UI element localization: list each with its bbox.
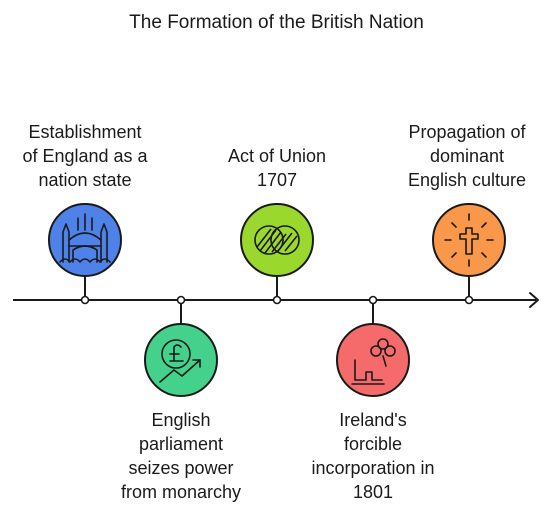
event-marker-5 [432, 203, 506, 305]
timeline-arrowhead [529, 292, 539, 308]
event-marker-2 [144, 295, 218, 397]
cross-rays-icon [444, 213, 494, 267]
event-marker-3 [240, 203, 314, 305]
event-label-5: Propagation of dominant English culture [407, 122, 527, 190]
overlapping-circles-icon [254, 225, 300, 255]
event-circle-2 [144, 323, 218, 397]
shamrock-flag-icon [351, 338, 396, 385]
castle-icon [59, 213, 111, 263]
event-label-2: English parliament seizes power from mon… [120, 410, 242, 502]
event-circle-1 [48, 203, 122, 277]
event-label-3: Act of Union 1707 [227, 146, 327, 190]
event-label-4: Ireland's forcible incorporation in 1801 [311, 410, 435, 502]
event-label-1: Establishment of England as a nation sta… [22, 122, 148, 190]
event-marker-4 [336, 295, 410, 397]
event-circle-4 [336, 323, 410, 397]
event-marker-1 [48, 203, 122, 305]
event-circle-3 [240, 203, 314, 277]
pound-growth-icon [159, 339, 201, 383]
diagram-title: The Formation of the British Nation [129, 12, 424, 33]
event-circle-5 [432, 203, 506, 277]
